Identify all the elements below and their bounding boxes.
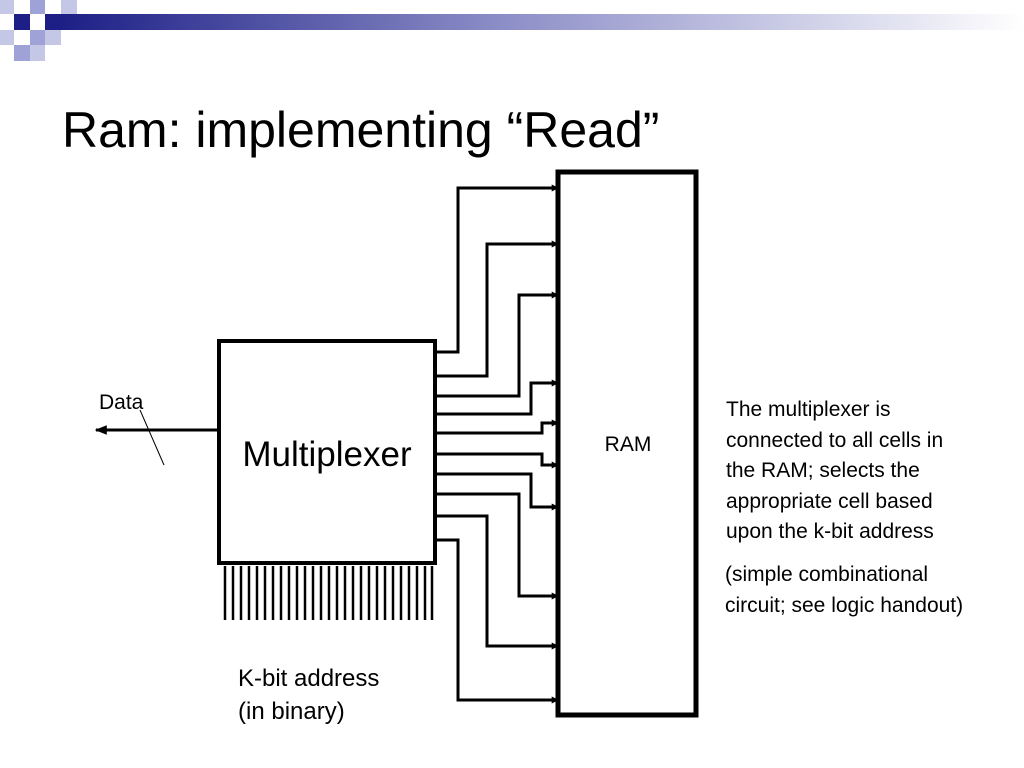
description-line: The multiplexer is <box>726 398 891 421</box>
address-label-line: (in binary) <box>238 698 345 725</box>
description-line: the RAM; selects the <box>726 459 920 482</box>
description-line: upon the k-bit address <box>726 520 934 543</box>
multiplexer-label: Multiplexer <box>242 435 412 474</box>
cell-wire <box>435 291 559 398</box>
slide-title: Ram: implementing “Read” <box>62 102 660 158</box>
corner-square <box>14 14 30 30</box>
cell-wire <box>435 492 559 600</box>
cell-wire <box>435 452 559 469</box>
corner-square <box>30 45 45 61</box>
cell-wire <box>435 419 559 435</box>
cell-wire <box>435 240 559 378</box>
corner-square <box>45 14 61 30</box>
cell-wires <box>435 184 559 704</box>
aside-note: (simple combinational circuit; see logic… <box>725 560 963 621</box>
address-label: K-bit address (in binary) <box>238 662 379 728</box>
cell-wire <box>435 538 559 704</box>
ram-box <box>555 169 699 718</box>
cell-wire <box>435 184 559 354</box>
cell-wire <box>435 379 559 416</box>
corner-gradient-bar <box>61 14 1024 30</box>
address-label-line: K-bit address <box>238 665 380 692</box>
description-note: The multiplexer is connected to all cell… <box>726 395 943 548</box>
corner-square <box>61 0 77 14</box>
corner-square <box>0 0 14 14</box>
corner-decoration <box>0 0 1024 61</box>
description-line: appropriate cell based <box>726 489 933 513</box>
corner-square <box>30 0 45 14</box>
cell-wire <box>435 514 559 650</box>
cell-wire <box>435 472 559 511</box>
corner-square <box>0 30 14 45</box>
data-label: Data <box>99 391 144 414</box>
address-input-lines <box>223 566 434 620</box>
data-bus-slash <box>139 409 165 466</box>
corner-square <box>45 30 61 45</box>
corner-square <box>14 45 30 61</box>
aside-line: circuit; see logic handout) <box>725 593 964 617</box>
aside-line: (simple combinational <box>725 563 929 586</box>
ram-label: RAM <box>604 433 652 456</box>
multiplexer-box <box>217 339 437 565</box>
description-line: connected to all cells in <box>726 428 944 452</box>
corner-square <box>30 30 45 45</box>
